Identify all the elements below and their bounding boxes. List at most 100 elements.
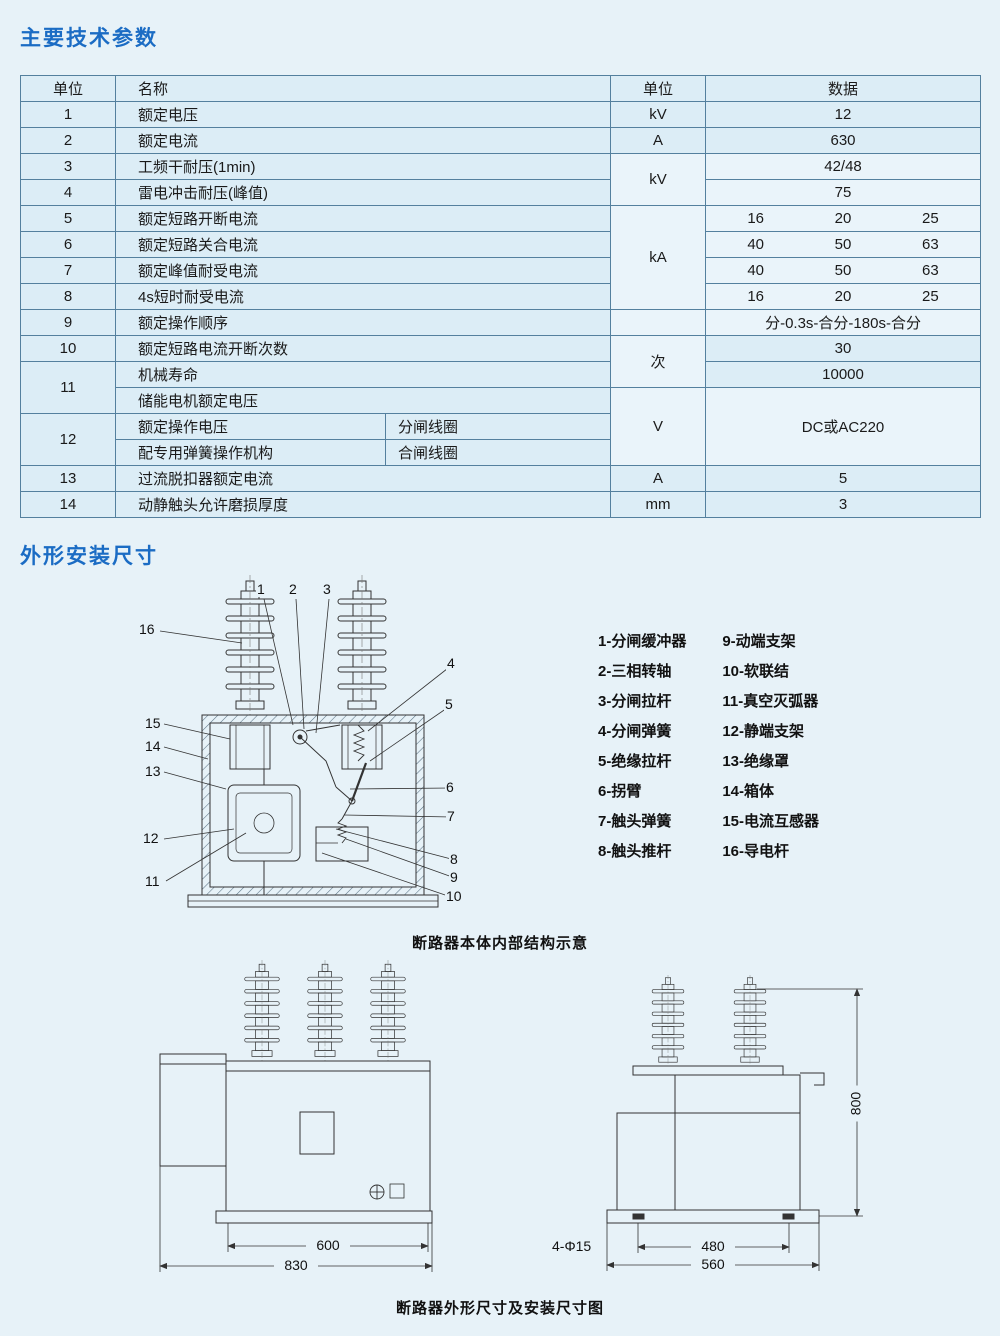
param-no: 5 [20,205,116,232]
table-row: 5 额定短路开断电流 kA 16 20 25 [20,205,982,310]
param-no: 3 [20,153,116,180]
param-unit: kA [610,205,707,310]
param-value: 12 [705,101,982,128]
legend-item: 12-静端支架 [722,723,805,740]
bushing-insulator-left [225,575,275,716]
legend-item: 8-触头推杆 [598,843,672,860]
callout-10: 10 [445,888,463,904]
front-view-diagram [140,960,440,1295]
legend-item: 13-绝缘罩 [722,753,790,770]
param-value: 42/48 [705,153,982,180]
header-no: 单位 [20,75,116,102]
param-value: 3 [705,491,982,518]
value-option: 25 [921,288,939,305]
table-row: 6 额定短路关合电流 40 50 63 [20,231,982,258]
header-name: 名称 [114,75,612,102]
param-no: 9 [20,309,116,336]
param-no: 10 [20,335,116,362]
param-unit: mm [610,491,707,518]
param-subname: 分闸线圈 [384,413,612,440]
param-no: 13 [20,465,116,492]
table-row: 10 额定短路电流开断次数 次 30 [20,335,982,388]
table-header-row: 单位 名称 单位 数据 [20,75,982,102]
operating-mechanism [292,724,369,862]
dim-label-holes: 4-Φ15 [552,1238,592,1254]
param-name: 4s短时耐受电流 [114,283,612,310]
param-name: 雷电冲击耐压(峰值) [114,179,612,206]
callout-12: 12 [142,830,160,846]
vacuum-interrupter [227,769,301,895]
section-title-parameters: 主要技术参数 [20,27,158,50]
side-view-drawing [606,975,863,1271]
table-row: 13 过流脱扣器额定电流 A 5 [20,465,982,492]
callout-14: 14 [144,738,162,754]
legend-item: 2-三相转轴 [598,663,672,680]
callout-8: 8 [449,851,459,867]
param-value: DC或AC220 [705,387,982,466]
param-name: 机械寿命 [114,361,612,388]
param-unit: 次 [610,335,707,388]
param-no: 14 [20,491,116,518]
param-name: 工频干耐压(1min) [114,153,612,180]
table-row: 12 额定操作电压 分闸线圈 [20,413,981,466]
param-subname: 合闸线圈 [384,439,612,466]
param-value: 16 20 25 [705,205,982,232]
tank-wall [201,714,425,896]
front-view-drawing [159,960,433,1272]
param-unit: A [610,127,707,154]
value-option: 50 [834,262,852,279]
callout-11: 11 [144,873,161,889]
param-name: 额定短路开断电流 [114,205,612,232]
value-option: 16 [747,210,765,227]
table-row: 11 机械寿命 10000 [20,361,982,414]
value-option: 63 [921,262,939,279]
legend-item: 7-触头弹簧 [598,813,672,830]
value-option: 20 [834,210,852,227]
callout-16: 16 [138,621,156,637]
tank-inner [209,722,417,888]
param-no: 7 [20,257,116,284]
param-name: 额定峰值耐受电流 [114,257,612,284]
breaker-body [159,1053,433,1224]
legend-item: 14-箱体 [722,783,775,800]
section-title-dimensions: 外形安装尺寸 [20,545,158,568]
param-name: 储能电机额定电压 [114,387,612,414]
param-value: 30 [705,335,982,362]
legend-item: 4-分闸弹簧 [598,723,672,740]
table-row: 4 雷电冲击耐压(峰值) 75 [20,179,982,206]
param-unit: V [610,387,707,466]
callout-6: 6 [445,779,455,795]
header-unit: 单位 [610,75,707,102]
bushing-insulator [370,960,406,1062]
value-option: 16 [747,288,765,305]
table-row: 2 额定电流 A 630 [20,127,982,154]
table-row: 14 动静触头允许磨损厚度 mm 3 [20,491,982,518]
breaker-body-side [606,1065,825,1224]
param-name: 额定电流 [114,127,612,154]
param-value: 75 [705,179,982,206]
value-option: 40 [747,262,765,279]
callout-7: 7 [446,808,456,824]
dim-label-600: 600 [306,1237,350,1254]
legend-item: 5-绝缘拉杆 [598,753,672,770]
param-unit: kV [610,101,707,128]
param-name: 额定操作顺序 [114,309,612,336]
param-name: 额定短路电流开断次数 [114,335,612,362]
param-value: 40 50 63 [705,257,982,284]
value-option: 40 [747,236,765,253]
table-row: 1 额定电压 kV 12 [20,101,982,128]
table-row: 储能电机额定电压 V DC或AC220 [21,387,982,466]
param-value: 分-0.3s-合分-180s-合分 [705,309,982,336]
param-value: 40 50 63 [705,231,982,258]
bushing-insulator [651,975,685,1067]
param-name: 额定电压 [114,101,612,128]
param-unit [610,309,707,336]
side-view-diagram [605,975,895,1285]
param-no: 1 [20,101,116,128]
param-name: 配专用弹簧操作机构 [115,439,386,466]
outline-caption: 断路器外形尺寸及安装尺寸图 [395,1300,605,1317]
param-no: 12 [20,413,116,466]
legend-item: 15-电流互感器 [722,813,820,830]
table-row: 配专用弹簧操作机构 合闸线圈 [21,439,981,466]
